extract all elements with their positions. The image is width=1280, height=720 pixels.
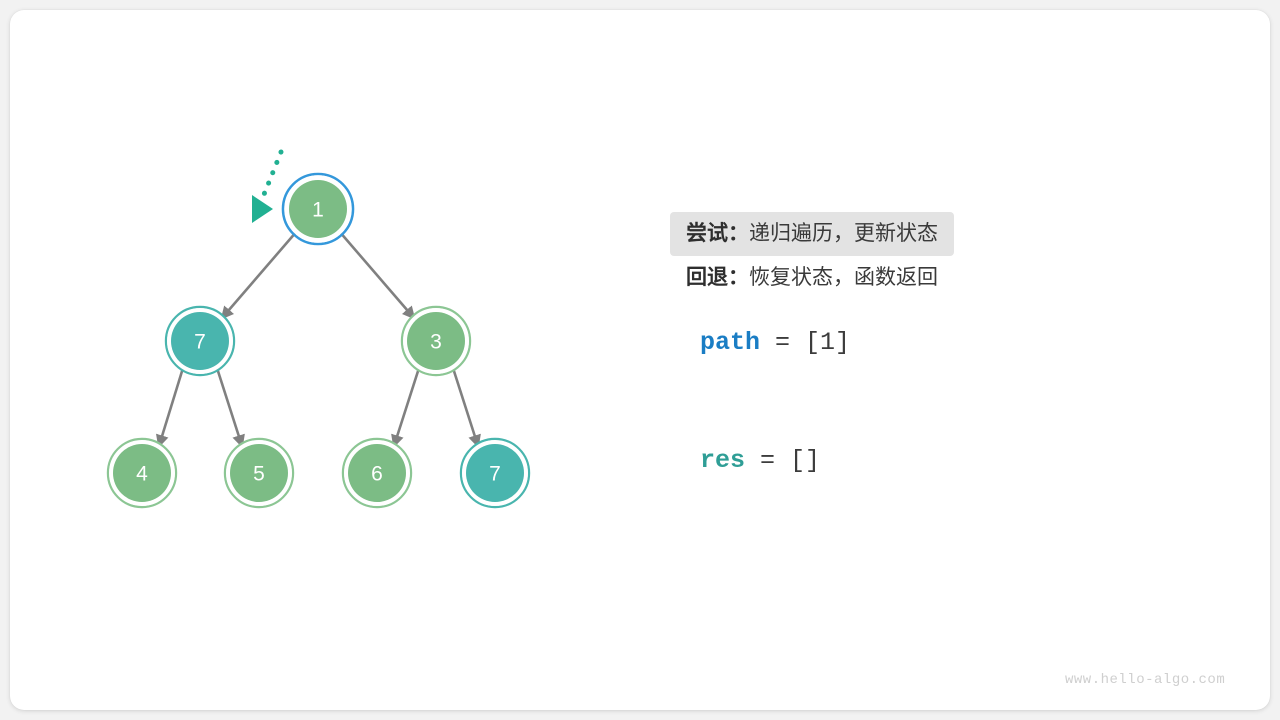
- path-value: = [1]: [760, 328, 851, 357]
- res-state-row: res = []: [700, 448, 820, 473]
- site-watermark: www.hello-algo.com: [1065, 672, 1226, 688]
- path-state-row: path = [1]: [700, 330, 850, 355]
- backtrack-text: 恢复状态，函数返回: [749, 266, 938, 289]
- try-label: 尝试：: [686, 222, 749, 245]
- backtrack-line: 回退：恢复状态，函数返回: [686, 256, 938, 300]
- res-variable-name: res: [700, 446, 746, 475]
- slide-card: [10, 10, 1270, 710]
- legend-panel: 尝试：递归遍历，更新状态 回退：恢复状态，函数返回: [670, 212, 1206, 300]
- backtrack-label: 回退：: [686, 266, 749, 289]
- try-text: 递归遍历，更新状态: [749, 222, 938, 245]
- try-line: 尝试：递归遍历，更新状态: [670, 212, 954, 256]
- path-variable-name: path: [700, 328, 761, 357]
- res-value: = []: [745, 446, 821, 475]
